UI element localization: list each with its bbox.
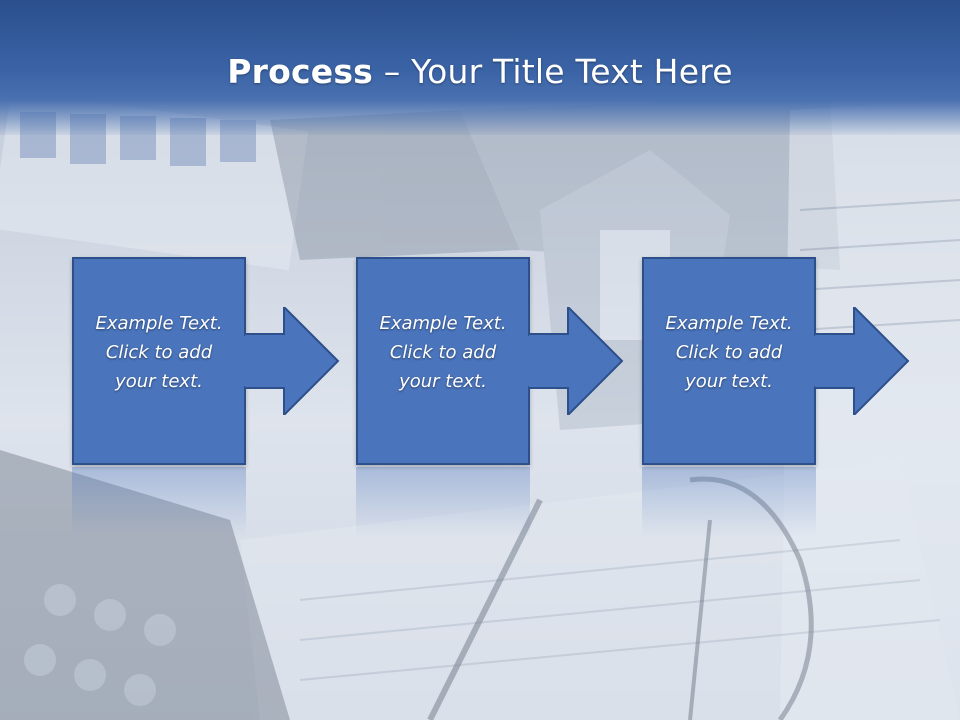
title-rest-part: – Your Title Text Here [373,52,733,91]
process-step-2[interactable]: Example Text. Click to add your text. [356,257,624,465]
step-reflection [356,467,530,537]
title-band [0,0,960,135]
process-step-3[interactable]: Example Text. Click to add your text. [642,257,910,465]
step-text[interactable]: Example Text. Click to add your text. [72,309,246,396]
step-text-line: your text. [685,371,773,392]
step-text-line: your text. [115,371,203,392]
step-text-line: your text. [399,371,487,392]
step-text[interactable]: Example Text. Click to add your text. [356,309,530,396]
step-text-line: Example Text. [665,313,793,334]
right-arrow-icon [528,307,624,415]
step-box [356,257,530,465]
step-reflection [72,467,246,537]
title-bold-part: Process [227,52,374,91]
right-arrow-icon [814,307,910,415]
step-text-line: Click to add [675,342,783,363]
step-box [642,257,816,465]
right-arrow-icon [244,307,340,415]
process-step-1[interactable]: Example Text. Click to add your text. [72,257,340,465]
slide-title[interactable]: Process – Your Title Text Here [0,52,960,91]
step-text-line: Example Text. [379,313,507,334]
step-box [72,257,246,465]
step-text-line: Click to add [389,342,497,363]
step-text-line: Click to add [105,342,213,363]
step-text-line: Example Text. [95,313,223,334]
step-reflection [642,467,816,537]
step-text[interactable]: Example Text. Click to add your text. [642,309,816,396]
